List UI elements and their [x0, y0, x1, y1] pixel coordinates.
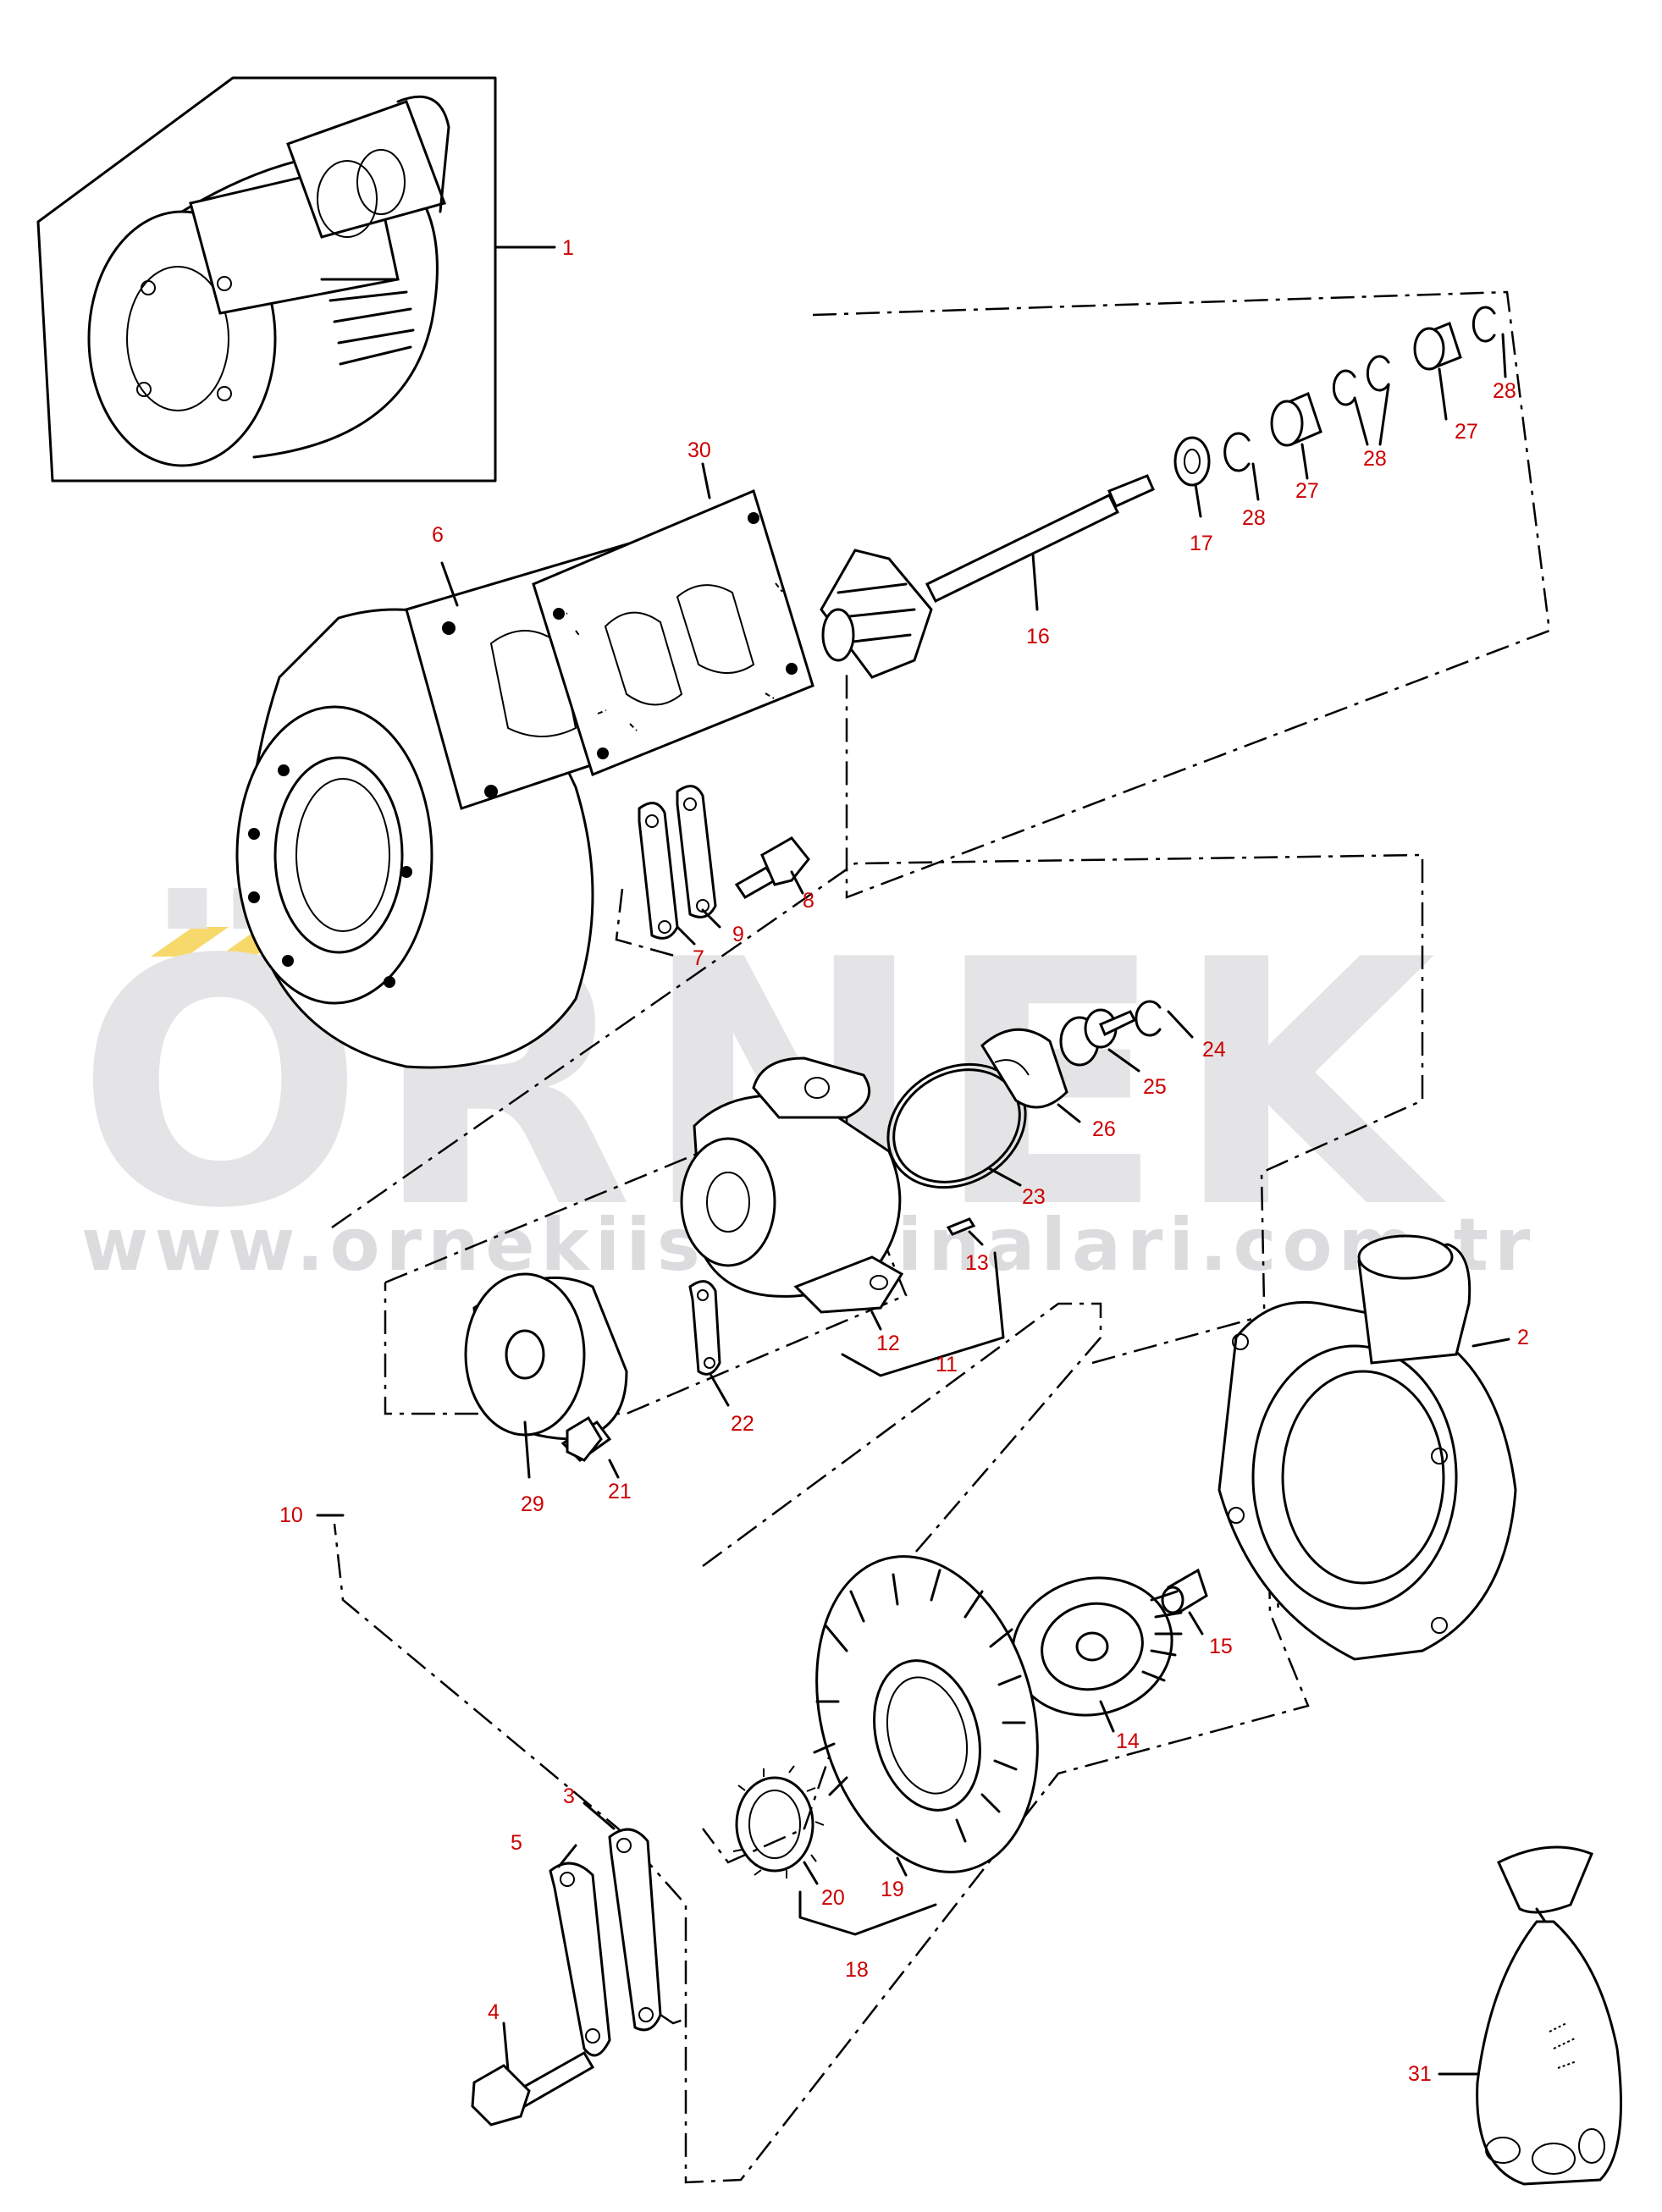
label-part-10: 10: [279, 1503, 303, 1527]
label-part-28b: 28: [1363, 447, 1387, 471]
label-part-2: 2: [1517, 1326, 1529, 1349]
label-part-4: 4: [488, 2000, 500, 2024]
label-part-27b: 27: [1455, 420, 1478, 444]
part-28a-snap-ring: [1223, 432, 1251, 472]
part-2-compressor-housing: [1218, 1234, 1517, 1661]
label-part-6: 6: [432, 523, 444, 547]
clamp-plates-7-9: [615, 785, 810, 958]
part-11-bracket: [841, 1251, 1005, 1377]
label-part-28a: 28: [1242, 506, 1266, 530]
label-part-16: 16: [1026, 625, 1050, 648]
label-part-9: 9: [732, 923, 744, 946]
label-part-20: 20: [821, 1886, 845, 1910]
label-part-27a: 27: [1295, 479, 1319, 503]
part-16-turbine-shaft: [820, 474, 1155, 679]
label-part-3: 3: [563, 1784, 575, 1808]
part-18-bracket: [798, 1890, 937, 1936]
label-part-1: 1: [562, 236, 574, 260]
seal-parts-24-26: [980, 1000, 1194, 1123]
bearing-rings-group: [1173, 306, 1507, 518]
label-part-15: 15: [1209, 1635, 1233, 1658]
label-part-24: 24: [1202, 1038, 1226, 1062]
frame-compressor-group: [702, 1302, 1102, 1864]
label-part-30: 30: [687, 439, 711, 462]
part-21-bolt: [560, 1415, 620, 1479]
label-part-18: 18: [845, 1958, 869, 1982]
lower-clamp-parts: [471, 1801, 687, 2126]
label-part-7: 7: [693, 946, 704, 970]
part-31-gasket-kit-bag: [1438, 1845, 1622, 2186]
label-part-17: 17: [1190, 532, 1213, 555]
part-29-seal-plate: [464, 1272, 628, 1479]
part-17-thrust-ring: [1173, 436, 1211, 487]
label-part-29: 29: [521, 1492, 544, 1516]
part-24-retaining-ring: [1135, 1000, 1162, 1037]
part-labels: 1 2 3 4 5 6 7 8 9 10 11 12 13 14 15 16 1…: [279, 236, 1529, 2086]
part-9-clamp-plate: [676, 785, 717, 918]
label-part-5: 5: [511, 1831, 522, 1855]
part-28b-snap-ring: [1332, 355, 1390, 406]
watermark-accent-left: [151, 927, 229, 957]
label-part-23: 23: [1022, 1185, 1046, 1209]
label-part-12: 12: [876, 1332, 900, 1355]
part-12-bearing-housing: [680, 1056, 904, 1331]
label-part-26: 26: [1092, 1117, 1116, 1141]
part-22-lock-plate: [688, 1280, 730, 1407]
part-6-turbine-housing: [235, 540, 679, 1069]
part-20-snap-ring: [732, 1765, 825, 1885]
label-part-28c: 28: [1493, 379, 1516, 403]
label-part-19: 19: [881, 1878, 904, 1901]
label-part-22: 22: [731, 1412, 754, 1436]
label-part-11: 11: [936, 1353, 958, 1376]
part-1-turbocharger-assembly: [36, 76, 556, 483]
part-30-gasket: [532, 462, 814, 777]
part-28c-snap-ring: [1472, 306, 1496, 343]
part-13-pin: [946, 1217, 984, 1246]
frame-rotor-group: [812, 290, 1551, 899]
part-3-clamp: [608, 1828, 662, 2032]
part-5-clamp: [549, 1862, 611, 2057]
label-part-13: 13: [965, 1251, 989, 1275]
part-1-box: [36, 76, 497, 483]
part-19-diffuser-plate: [813, 1555, 1039, 1877]
label-part-21: 21: [608, 1480, 632, 1503]
label-part-8: 8: [803, 889, 814, 913]
frame-bearing-housing: [384, 1090, 908, 1415]
label-part-31: 31: [1408, 2062, 1432, 2086]
label-part-14: 14: [1116, 1729, 1140, 1753]
label-part-25: 25: [1143, 1075, 1167, 1099]
